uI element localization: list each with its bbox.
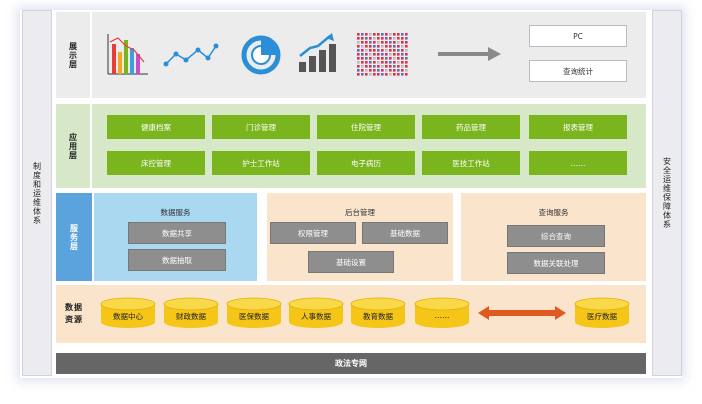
db-medical-target-label: 医疗数据 [587, 312, 617, 321]
db-medical-target: 医疗数据 [574, 297, 630, 329]
side-right-system: 安全运维保障体系 [652, 10, 682, 376]
data-layer-label-line2: 资源 [65, 315, 83, 324]
database-icon [163, 297, 219, 328]
svc-base-settings-label: 基础设置 [336, 257, 366, 267]
growth-chart-icon [299, 33, 336, 72]
double-arrow-icon [478, 306, 566, 320]
query-service-title: 查询服务 [538, 208, 569, 217]
arrow-right-icon [438, 47, 501, 61]
backend-title: 后台管理 [345, 208, 375, 217]
line-chart-icon [163, 43, 219, 67]
svc-base-data: 基础数据 [362, 222, 448, 244]
data-layer-label-line1: 数据 [65, 303, 83, 312]
database-icon [350, 297, 406, 328]
app-medtech-station-label: 医技工作站 [452, 158, 490, 168]
app-more: …… [529, 151, 627, 175]
db-personnel: 人事数据 [288, 297, 344, 329]
db-more: …… [414, 297, 470, 329]
matrix-chart-icon [357, 33, 408, 76]
db-data-center-label: 数据中心 [113, 312, 143, 321]
svc-data-sharing: 数据共享 [128, 222, 226, 244]
app-medtech-station: 医技工作站 [422, 151, 520, 175]
svc-data-extraction-label: 数据抽取 [162, 255, 192, 265]
side-left-system: 制度和运维体系 [22, 10, 52, 376]
pie-chart-icon [241, 35, 281, 75]
network-label: 政法专网 [335, 359, 367, 368]
database-icon [100, 297, 156, 328]
app-inpatient: 住院管理 [317, 115, 415, 139]
svc-base-settings: 基础设置 [308, 251, 394, 273]
database-icon [288, 297, 344, 328]
app-reports: 报表管理 [529, 115, 627, 139]
db-personnel-label: 人事数据 [301, 312, 331, 321]
app-outpatient-label: 门诊管理 [246, 122, 276, 132]
db-finance-label: 财政数据 [176, 312, 206, 321]
app-nurse-station-label: 护士工作站 [242, 158, 280, 168]
svc-permission: 权限管理 [270, 222, 356, 244]
db-education-label: 教育数据 [363, 312, 393, 321]
service-layer-label-box: 服务层 [56, 193, 92, 281]
db-more-label: …… [434, 311, 450, 320]
app-inpatient-label: 住院管理 [351, 122, 381, 132]
output-pc: PC [529, 25, 627, 47]
app-layer-label-box: 应用层 [56, 104, 92, 188]
svc-base-data-label: 基础数据 [390, 228, 420, 238]
app-reports-label: 报表管理 [563, 122, 593, 132]
db-education: 教育数据 [350, 297, 406, 329]
side-right-label: 安全运维保障体系 [662, 157, 672, 229]
side-left-label: 制度和运维体系 [32, 161, 42, 225]
app-bed-control-label: 床控管理 [141, 158, 171, 168]
output-query-stats: 查询统计 [529, 60, 627, 82]
db-medical-insurance: 医保数据 [226, 297, 282, 329]
app-outpatient: 门诊管理 [212, 115, 310, 139]
data-layer-label-box: 数据 资源 [56, 285, 92, 343]
database-icon [414, 297, 470, 328]
output-query-stats-label: 查询统计 [563, 66, 593, 76]
data-layer-label: 数据 资源 [65, 302, 83, 326]
svc-data-extraction: 数据抽取 [128, 249, 226, 271]
svc-data-association-label: 数据关联处理 [533, 258, 579, 268]
svc-data-association: 数据关联处理 [507, 252, 605, 274]
data-service-title: 数据服务 [160, 208, 191, 217]
service-layer-label: 服务层 [69, 223, 79, 251]
svc-data-sharing-label: 数据共享 [162, 228, 192, 238]
database-icon [574, 297, 630, 328]
app-more-label: …… [570, 158, 586, 168]
display-layer-label: 展示层 [68, 41, 78, 69]
app-health-records: 健康档案 [107, 115, 205, 139]
app-nurse-station: 护士工作站 [212, 151, 310, 175]
network-bar: 政法专网 [56, 353, 646, 374]
db-medical-insurance-label: 医保数据 [239, 312, 269, 321]
db-finance: 财政数据 [163, 297, 219, 329]
app-pharmacy-label: 药品管理 [456, 122, 486, 132]
output-pc-label: PC [573, 31, 583, 41]
bar-chart-icon [107, 34, 148, 75]
app-pharmacy: 药品管理 [422, 115, 520, 139]
svc-permission-label: 权限管理 [298, 228, 328, 238]
app-bed-control: 床控管理 [107, 151, 205, 175]
app-emr: 电子病历 [317, 151, 415, 175]
db-data-center: 数据中心 [100, 297, 156, 329]
database-icon [226, 297, 282, 328]
app-layer-label: 应用层 [68, 132, 78, 160]
svc-comprehensive-query-label: 综合查询 [541, 231, 571, 241]
display-layer-label-box: 展示层 [56, 12, 92, 98]
svc-comprehensive-query: 综合查询 [507, 225, 605, 247]
app-health-records-label: 健康档案 [141, 122, 171, 132]
app-emr-label: 电子病历 [351, 158, 381, 168]
